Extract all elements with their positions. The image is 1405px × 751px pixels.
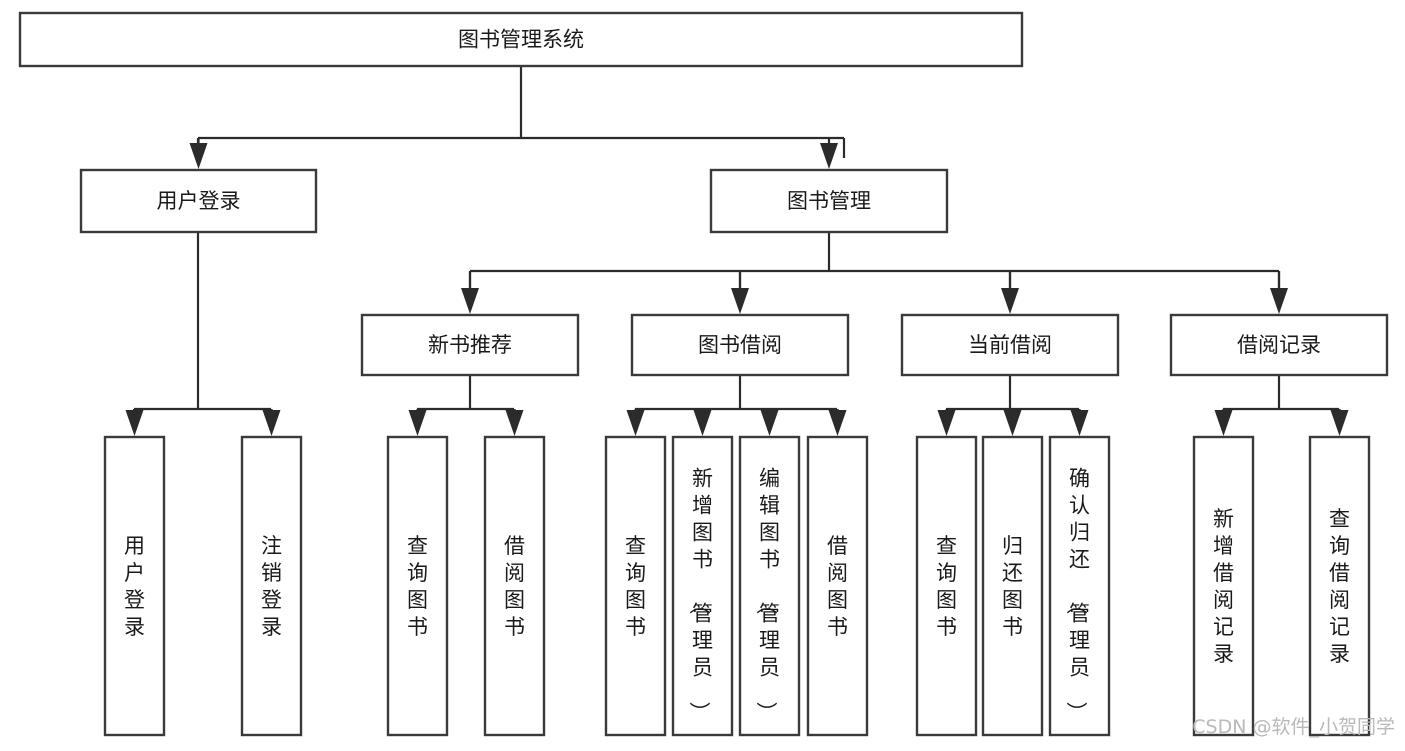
csdn-watermark: CSDN @软件_小贺同学 (1192, 716, 1395, 738)
conn-userlogin-bus (132, 232, 273, 425)
node-box-leaf-logout[interactable] (240, 435, 303, 737)
arrow-head-icon (125, 410, 144, 436)
node-box-book-management[interactable] (709, 168, 949, 234)
arrow-head-icon (1070, 410, 1089, 436)
node-leaf-borrow-book[interactable]: 借阅图书 (806, 435, 869, 737)
node-label-leaf-logout: 注销登录 (261, 534, 282, 639)
arrow-head-icon (461, 288, 479, 314)
arrow-head-icon (828, 410, 847, 436)
node-leaf-query-record[interactable]: 查询借阅记录 (1308, 435, 1371, 737)
node-box-leaf-confirm-return[interactable] (1048, 435, 1111, 737)
arrow-head-icon (1214, 410, 1233, 436)
node-layer: 图书管理系统用户登录图书管理新书推荐图书借阅当前借阅借阅记录用户登录注销登录查询… (18, 11, 1389, 737)
node-box-current-borrow[interactable] (900, 313, 1120, 377)
arrow-head-icon (760, 410, 779, 436)
arrow-head-icon (937, 410, 956, 436)
node-label-leaf-query-book-current: 查询图书 (936, 534, 957, 639)
arrow-head-icon (1270, 288, 1288, 314)
node-leaf-user-login[interactable]: 用户登录 (103, 435, 166, 737)
node-label-leaf-query-record: 查询借阅记录 (1329, 507, 1350, 666)
node-box-leaf-edit-book[interactable] (738, 435, 801, 737)
node-root[interactable]: 图书管理系统 (18, 11, 1024, 68)
node-borrow-record[interactable]: 借阅记录 (1169, 313, 1389, 377)
node-leaf-query-book-recommend[interactable]: 查询图书 (386, 435, 449, 737)
node-label-book-borrow: 图书借阅 (698, 333, 782, 357)
node-label-leaf-confirm-return: 确认归还（管理员） (1064, 467, 1090, 723)
node-leaf-query-book-borrow[interactable]: 查询图书 (604, 435, 667, 737)
node-label-leaf-query-book-borrow: 查询图书 (625, 534, 646, 639)
node-current-borrow[interactable]: 当前借阅 (900, 313, 1120, 377)
node-leaf-confirm-return[interactable]: 确认归还（管理员） (1048, 435, 1111, 737)
node-label-leaf-query-book-recommend: 查询图书 (407, 534, 428, 639)
node-leaf-edit-book[interactable]: 编辑图书（管理员） (738, 435, 801, 737)
node-label-new-book-recommend: 新书推荐 (428, 333, 512, 357)
conn-bm-bus (468, 232, 1281, 290)
node-label-leaf-borrow-book: 借阅图书 (827, 534, 848, 639)
node-label-leaf-add-book: 新增图书（管理员） (687, 467, 713, 723)
arrow-head-icon (820, 143, 838, 169)
arrow-head-icon (1330, 410, 1349, 436)
arrow-head-icon (626, 410, 645, 436)
conn-root-bus (196, 66, 846, 158)
arrow-head-icon (1003, 410, 1022, 436)
node-leaf-borrow-book-recommend[interactable]: 借阅图书 (483, 435, 546, 737)
node-new-book-recommend[interactable]: 新书推荐 (360, 313, 580, 377)
node-user-login[interactable]: 用户登录 (79, 168, 318, 234)
node-label-leaf-return-book: 归还图书 (1002, 534, 1023, 639)
node-box-new-book-recommend[interactable] (360, 313, 580, 377)
conn-recommend-bus (417, 375, 514, 411)
node-label-book-management: 图书管理 (787, 189, 871, 213)
node-box-leaf-return-book[interactable] (981, 435, 1044, 737)
node-box-book-borrow[interactable] (630, 313, 850, 377)
node-box-borrow-record[interactable] (1169, 313, 1389, 377)
arrow-head-icon (262, 410, 281, 436)
node-leaf-logout[interactable]: 注销登录 (240, 435, 303, 737)
node-label-root: 图书管理系统 (458, 28, 584, 52)
node-box-leaf-add-book[interactable] (671, 435, 734, 737)
node-leaf-add-record[interactable]: 新增借阅记录 (1192, 435, 1255, 737)
arrow-head-icon (731, 288, 749, 314)
node-label-borrow-record: 借阅记录 (1237, 333, 1321, 357)
node-box-leaf-query-record[interactable] (1308, 435, 1371, 737)
node-box-leaf-borrow-book[interactable] (806, 435, 869, 737)
node-label-user-login: 用户登录 (157, 189, 241, 213)
node-label-leaf-edit-book: 编辑图书（管理员） (754, 467, 780, 723)
node-box-leaf-query-book-recommend[interactable] (386, 435, 449, 737)
node-label-current-borrow: 当前借阅 (968, 333, 1052, 357)
node-box-leaf-add-record[interactable] (1192, 435, 1255, 737)
conn-record-bus (1223, 375, 1339, 411)
arrow-head-icon (505, 410, 524, 436)
connector-layer (125, 66, 1349, 436)
node-box-leaf-borrow-book-recommend[interactable] (483, 435, 546, 737)
conn-borrow-bus (635, 375, 837, 411)
node-book-borrow[interactable]: 图书借阅 (630, 313, 850, 377)
arrow-head-icon (693, 410, 712, 436)
node-label-leaf-user-login: 用户登录 (124, 534, 145, 639)
node-book-management[interactable]: 图书管理 (709, 168, 949, 234)
arrow-head-icon (1001, 288, 1019, 314)
node-box-user-login[interactable] (79, 168, 318, 234)
node-leaf-add-book[interactable]: 新增图书（管理员） (671, 435, 734, 737)
node-box-leaf-user-login[interactable] (103, 435, 166, 737)
node-leaf-return-book[interactable]: 归还图书 (981, 435, 1044, 737)
node-box-leaf-query-book-borrow[interactable] (604, 435, 667, 737)
arrow-head-icon (189, 143, 208, 169)
node-label-leaf-add-record: 新增借阅记录 (1213, 507, 1234, 666)
conn-current-bus (946, 375, 1079, 411)
node-label-leaf-borrow-book-recommend: 借阅图书 (504, 534, 525, 639)
node-box-leaf-query-book-current[interactable] (915, 435, 978, 737)
arrow-head-icon (408, 410, 427, 436)
node-leaf-query-book-current[interactable]: 查询图书 (915, 435, 978, 737)
node-box-root[interactable] (18, 11, 1024, 68)
